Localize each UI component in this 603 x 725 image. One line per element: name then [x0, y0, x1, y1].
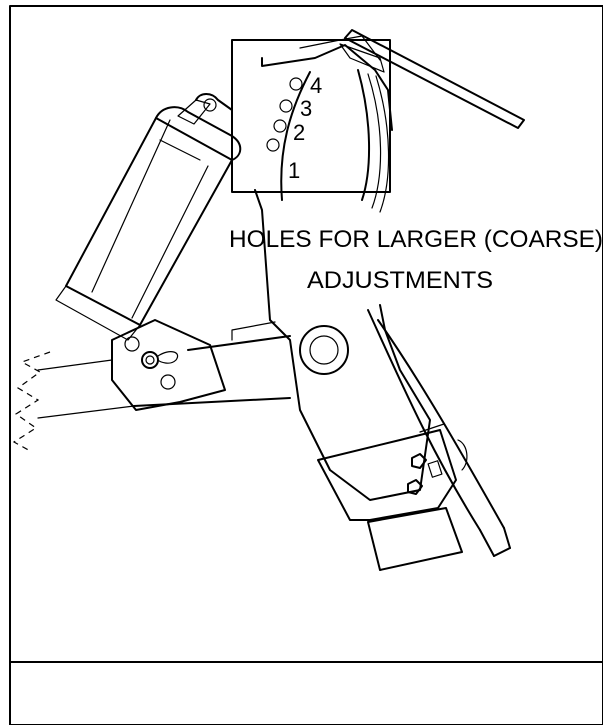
- hole-number-4: 4: [310, 73, 322, 98]
- hex-bolt-icon: [411, 453, 427, 469]
- pivot-ring-icon: [299, 325, 349, 375]
- hole-1-icon: [266, 138, 280, 152]
- adjustment-holes: [266, 77, 303, 152]
- mounting-bracket: [317, 423, 468, 571]
- callout-text-line2: ADJUSTMENTS: [307, 267, 493, 294]
- main-plate: [231, 189, 431, 501]
- hydraulic-cylinder: [55, 93, 242, 341]
- pin-hole-icon: [124, 336, 140, 352]
- pin-hole-icon: [160, 374, 176, 390]
- hole-4-icon: [289, 77, 303, 91]
- adjustment-rod: [339, 29, 525, 129]
- callout-text-line1: HOLES FOR LARGER (COARSE): [229, 226, 603, 253]
- hole-number-2: 2: [293, 120, 305, 145]
- hole-number-3: 3: [300, 96, 312, 121]
- hex-bolt-icon: [407, 479, 423, 495]
- callout-box: [231, 39, 391, 193]
- curved-housing: [261, 35, 393, 213]
- phantom-extension: [12, 351, 51, 453]
- hole-2-icon: [273, 119, 287, 133]
- page-border: [9, 5, 603, 725]
- nut-icon: [427, 460, 443, 478]
- hole-3-icon: [279, 99, 293, 113]
- lower-arm: [37, 319, 291, 419]
- hole-number-1: 1: [288, 158, 300, 183]
- curved-blade: [367, 309, 511, 557]
- clevis-pin-icon: [141, 351, 159, 369]
